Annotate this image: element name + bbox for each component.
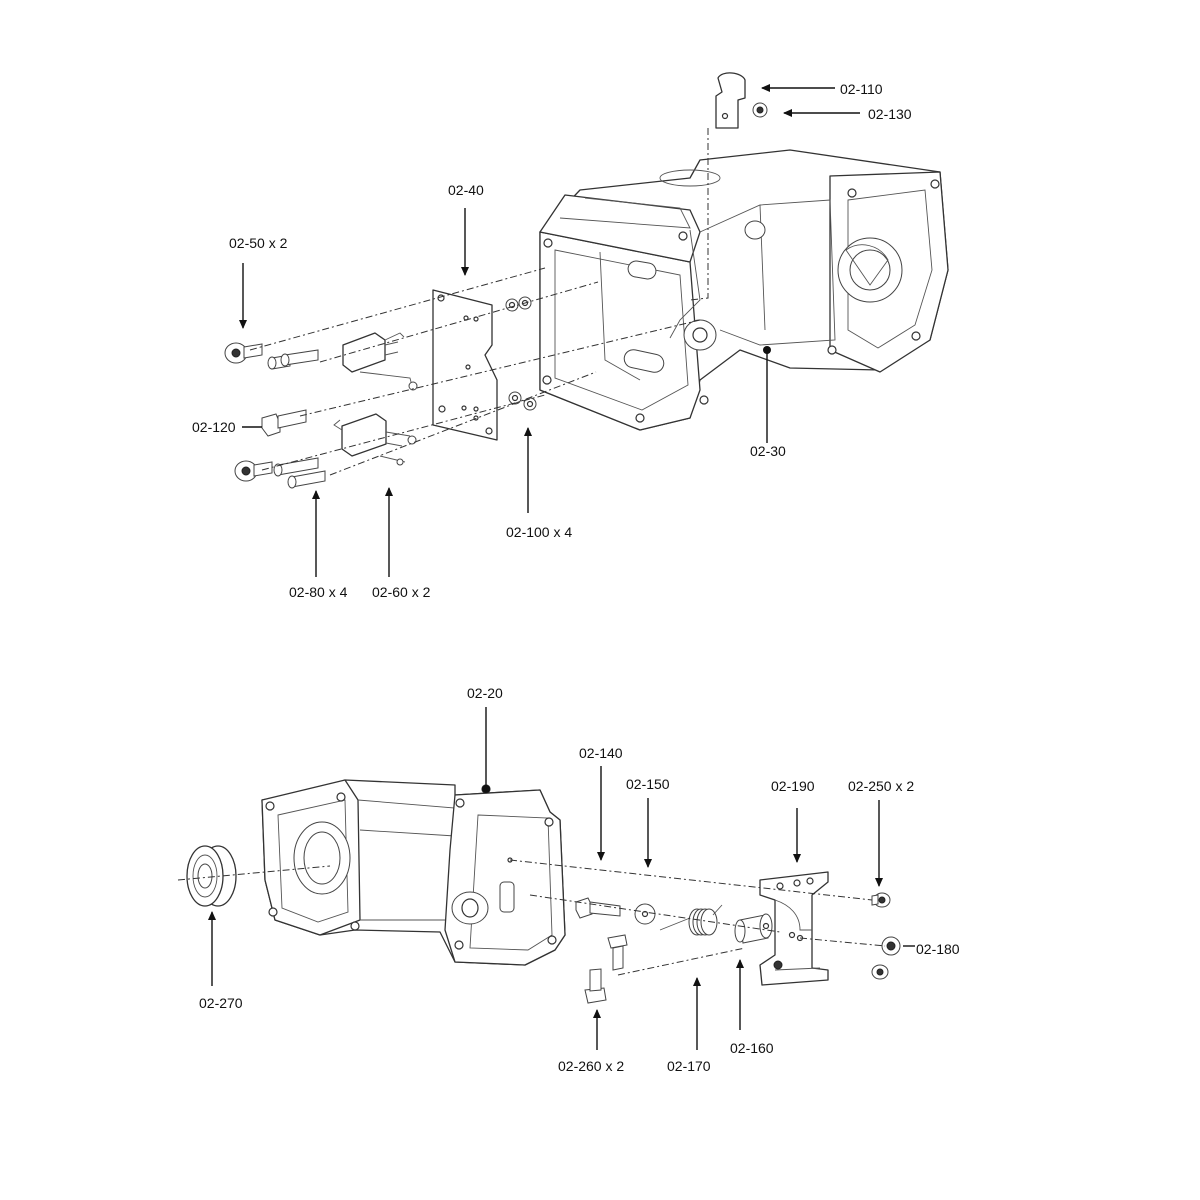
bracket-02-110 xyxy=(715,72,746,129)
label-02-120: 02-120 xyxy=(192,419,236,435)
lower-assembly-lines xyxy=(177,859,886,976)
housing-02-30 xyxy=(539,149,949,431)
lower-leader-lines xyxy=(208,707,915,1050)
washer-02-150 xyxy=(634,903,656,925)
label-02-140: 02-140 xyxy=(579,745,623,761)
label-02-170: 02-170 xyxy=(667,1058,711,1074)
upper-assembly: 02-110 02-130 02-40 02-50 x 2 02-120 02-… xyxy=(192,72,949,600)
mounting-plate-02-40 xyxy=(432,289,498,441)
sleeve-02-160 xyxy=(734,913,773,944)
housing-02-20 xyxy=(261,779,566,966)
label-02-270: 02-270 xyxy=(199,995,243,1011)
nuts-02-100 xyxy=(505,296,537,411)
cap-screws-02-50 xyxy=(224,342,273,482)
nut-02-180 xyxy=(881,936,901,956)
label-02-150: 02-150 xyxy=(626,776,670,792)
label-02-50: 02-50 x 2 xyxy=(229,235,288,251)
label-02-160: 02-160 xyxy=(730,1040,774,1056)
spring-02-170 xyxy=(659,904,723,936)
label-02-80: 02-80 x 4 xyxy=(289,584,348,600)
upper-assembly-lines xyxy=(249,128,709,476)
switch-upper-02-60 xyxy=(342,332,418,391)
label-02-190: 02-190 xyxy=(771,778,815,794)
label-02-130: 02-130 xyxy=(868,106,912,122)
label-02-40: 02-40 xyxy=(448,182,484,198)
bolt-02-120 xyxy=(261,409,307,437)
pins-02-260 xyxy=(584,934,628,1004)
upper-leader-lines xyxy=(239,84,860,577)
label-02-30: 02-30 xyxy=(750,443,786,459)
lower-assembly: 02-20 02-140 02-150 02-190 02-250 x 2 02… xyxy=(177,685,960,1074)
label-02-110: 02-110 xyxy=(840,81,883,97)
nut-02-130 xyxy=(752,102,768,118)
label-02-250: 02-250 x 2 xyxy=(848,778,914,794)
label-02-180: 02-180 xyxy=(916,941,960,957)
label-02-20: 02-20 xyxy=(467,685,503,701)
label-02-60: 02-60 x 2 xyxy=(372,584,431,600)
pins-02-80 xyxy=(267,349,326,489)
bracket-02-190 xyxy=(759,871,829,986)
bolt-02-140 xyxy=(575,897,621,919)
label-02-100: 02-100 x 4 xyxy=(506,524,572,540)
screws-02-250 xyxy=(871,892,891,980)
bearing-02-270 xyxy=(186,845,237,907)
label-02-260: 02-260 x 2 xyxy=(558,1058,624,1074)
